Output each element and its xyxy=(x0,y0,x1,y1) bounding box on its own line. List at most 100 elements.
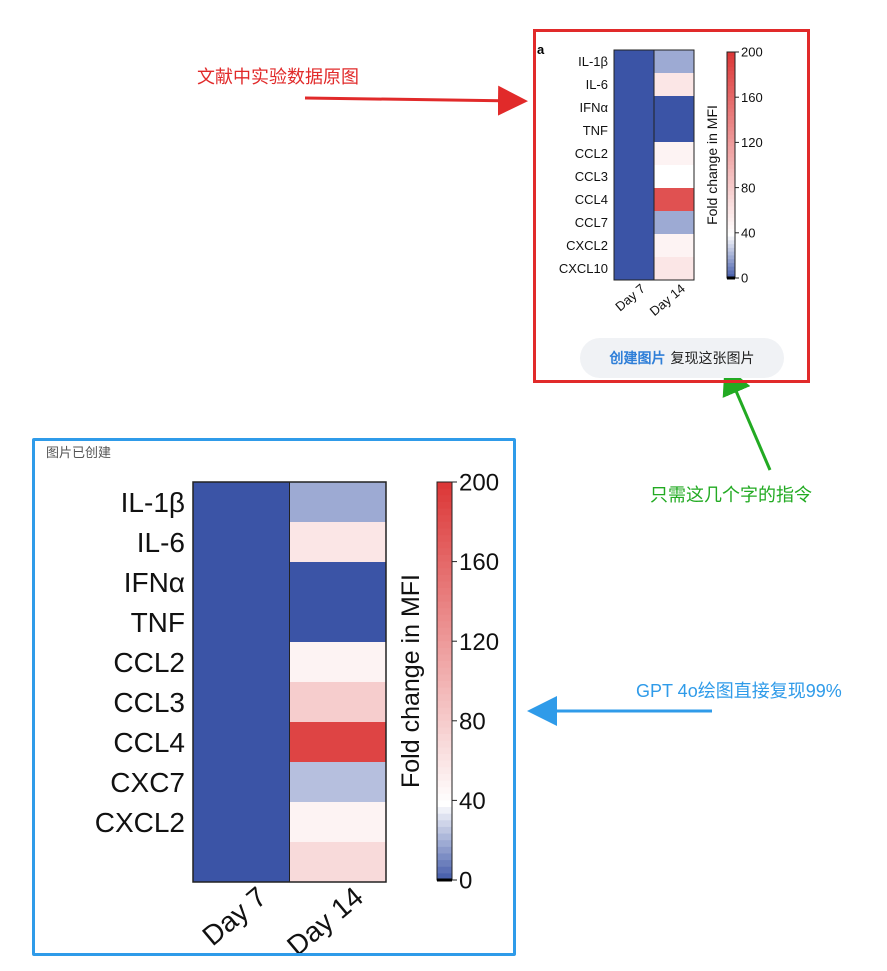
heatmap-cell xyxy=(614,50,655,74)
colorbar-segment xyxy=(727,138,735,143)
row-label: CCL4 xyxy=(113,727,185,758)
colorbar-segment xyxy=(437,641,452,649)
colorbar-segment xyxy=(437,535,452,543)
colorbar-segment xyxy=(437,787,452,795)
heatmap-cell xyxy=(289,522,387,563)
row-label: IL-6 xyxy=(586,77,608,92)
colorbar-segment xyxy=(437,760,452,768)
colorbar-segment xyxy=(727,93,735,98)
colorbar-segment xyxy=(727,52,735,57)
colorbar-segment xyxy=(727,55,735,61)
colorbar-segment xyxy=(437,621,452,629)
colorbar-segment xyxy=(727,89,735,95)
heatmap-cell xyxy=(289,762,387,803)
colorbar-segment xyxy=(437,773,452,782)
row-label: IFNα xyxy=(580,100,609,115)
heatmap-cell xyxy=(654,234,695,258)
heatmap-cell xyxy=(193,682,290,723)
colorbar-segment xyxy=(727,153,735,159)
colorbar-segment xyxy=(437,647,452,656)
colorbar-segment xyxy=(437,568,452,576)
colorbar-label: Fold change in MFI xyxy=(704,105,720,225)
colorbar-tick-label: 120 xyxy=(459,629,499,656)
colorbar-segment xyxy=(727,255,735,260)
colorbar-label: Fold change in MFI xyxy=(397,574,425,788)
colorbar-segment xyxy=(727,67,735,72)
colorbar-segment xyxy=(437,826,452,835)
colorbar-segment xyxy=(727,198,735,204)
colorbar-segment xyxy=(437,860,452,868)
colorbar-segment xyxy=(437,581,452,589)
colorbar-segment xyxy=(727,157,735,162)
colorbar-tick-label: 40 xyxy=(741,225,755,240)
heatmap-cell xyxy=(614,257,655,281)
column-label: Day 14 xyxy=(281,881,369,953)
colorbar-segment xyxy=(437,740,452,748)
colorbar-segment xyxy=(437,694,452,702)
created-label: 图片已创建 xyxy=(46,445,112,460)
colorbar-segment xyxy=(437,482,452,490)
prompt-accent: 创建图片 xyxy=(609,350,666,366)
row-label: CXCL10 xyxy=(559,261,608,276)
heatmap-cell xyxy=(193,482,290,523)
colorbar-segment xyxy=(437,521,452,530)
heatmap-cell xyxy=(654,50,695,74)
row-label: CXCL2 xyxy=(95,807,185,838)
column-label: Day 14 xyxy=(647,281,688,319)
colorbar-segment xyxy=(727,225,735,230)
heatmap-cell xyxy=(654,257,695,281)
heatmap-cell xyxy=(289,642,387,683)
colorbar-segment xyxy=(727,232,735,238)
colorbar-segment xyxy=(437,853,452,861)
heatmap-cell xyxy=(614,234,655,258)
row-label: IL-1β xyxy=(121,487,185,518)
heatmap-cell xyxy=(654,165,695,189)
heatmap-cell xyxy=(193,722,290,763)
column-label: Day 7 xyxy=(612,281,648,314)
colorbar-segment xyxy=(437,800,452,808)
prompt-pill[interactable]: 创建图片 复现这张图片 xyxy=(580,338,784,378)
colorbar-segment xyxy=(437,661,452,669)
heatmap-cell xyxy=(654,142,695,166)
colorbar-segment xyxy=(727,149,735,155)
colorbar-segment xyxy=(727,63,735,68)
heatmap-cell xyxy=(193,562,290,603)
heatmap-cell xyxy=(193,642,290,683)
heatmap-cell xyxy=(193,762,290,803)
row-label: CCL2 xyxy=(575,146,608,161)
colorbar-segment xyxy=(437,734,452,742)
colorbar-segment xyxy=(437,495,452,503)
colorbar-segment xyxy=(437,608,452,616)
colorbar-segment xyxy=(727,187,735,192)
original-figure-frame xyxy=(533,29,810,383)
colorbar-segment xyxy=(727,82,735,87)
colorbar-segment xyxy=(437,793,452,801)
heatmap-cell xyxy=(654,211,695,235)
colorbar-tick-label: 200 xyxy=(459,470,499,497)
heatmap-cell xyxy=(289,722,387,763)
heatmap-cell xyxy=(193,602,290,643)
colorbar-segment xyxy=(727,259,735,264)
column-label: Day 7 xyxy=(196,881,272,952)
colorbar-segment xyxy=(437,574,452,583)
colorbar-segment xyxy=(727,202,735,208)
colorbar-tick-label: 0 xyxy=(741,271,748,286)
colorbar-segment xyxy=(437,488,452,496)
heatmap-cell xyxy=(193,802,290,843)
colorbar-segment xyxy=(727,195,735,200)
colorbar-segment xyxy=(727,168,735,174)
colorbar-segment xyxy=(727,97,735,102)
colorbar-segment xyxy=(727,78,735,83)
row-label: TNF xyxy=(583,123,608,138)
colorbar-segment xyxy=(727,270,735,275)
colorbar-segment xyxy=(727,229,735,234)
prompt-text: 复现这张图片 xyxy=(670,350,755,366)
colorbar-segment xyxy=(727,176,735,181)
row-label: IL-6 xyxy=(137,527,185,558)
colorbar-segment xyxy=(727,206,735,211)
colorbar-segment xyxy=(437,541,452,549)
colorbar-segment xyxy=(437,681,452,689)
colorbar-segment xyxy=(437,720,452,729)
annotation-original-figure: 文献中实验数据原图 xyxy=(197,67,359,87)
